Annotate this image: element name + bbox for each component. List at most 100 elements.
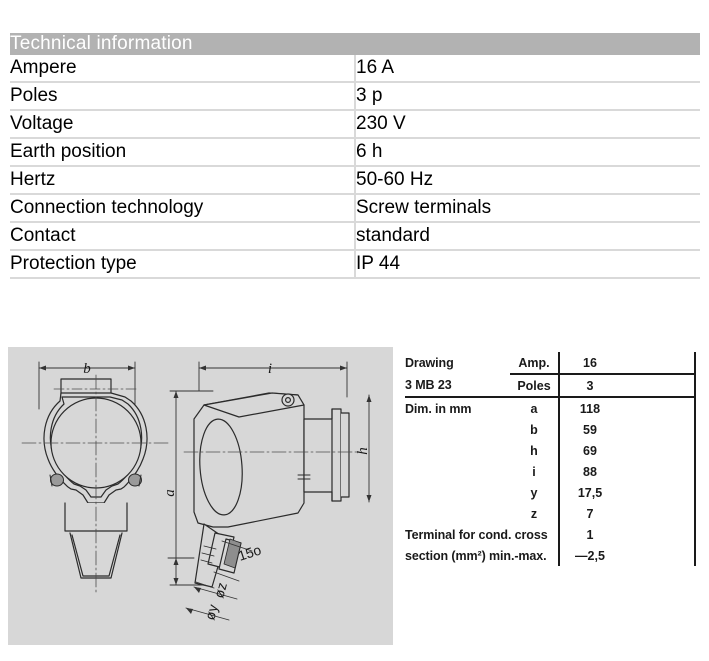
drawing-label-angle: 15o <box>236 541 263 564</box>
table-row: Terminal for cond. cross 1 <box>405 524 696 545</box>
dim-value-h: 69 <box>558 440 620 461</box>
side-view-socket-barrel <box>303 408 350 502</box>
table-row: Contact standard <box>10 221 700 251</box>
poles-spacer <box>620 374 696 398</box>
row-label-voltage: Voltage <box>10 109 356 139</box>
dim-spacer <box>620 545 696 566</box>
dim-spacer <box>620 419 696 440</box>
dimension-header-poles-row: 3 MB 23 Poles 3 <box>405 374 696 398</box>
dim-blank <box>405 503 510 524</box>
row-label-ampere: Ampere <box>10 54 356 83</box>
row-label-hertz: Hertz <box>10 165 356 195</box>
row-value-poles: 3 p <box>355 81 700 111</box>
drawing-label-diameter-z: øz <box>210 581 229 600</box>
table-row: Voltage 230 V <box>10 109 700 139</box>
amp-spacer <box>620 352 696 375</box>
dimension-line-a <box>167 390 214 586</box>
dim-spacer <box>620 397 696 419</box>
dim-spacer <box>620 503 696 524</box>
technical-information-body: Technical information Ampere 16 A Poles … <box>10 33 700 279</box>
row-label-contact: Contact <box>10 221 356 251</box>
dimension-line-h <box>366 394 372 503</box>
table-row: section (mm²) min.-max. —2,5 <box>405 545 696 566</box>
dim-blank <box>405 419 510 440</box>
table-row: Dim. in mm a 118 <box>405 397 696 419</box>
diameter-leader-lines <box>185 586 238 621</box>
dimension-table-body: Drawing Amp. 16 3 MB 23 Poles 3 Dim. in … <box>405 352 696 566</box>
front-view-lug-detail <box>49 474 142 487</box>
drawing-label-h: h <box>355 447 371 455</box>
front-view-lugs <box>50 473 142 487</box>
table-row: i 88 <box>405 461 696 482</box>
terminal-value-line1: 1 <box>558 524 620 545</box>
drawing-code: 3 MB 23 <box>405 374 510 398</box>
terminal-label-line2: section (mm²) min.-max. <box>405 548 547 563</box>
table-row: Earth position 6 h <box>10 137 700 167</box>
dim-value-i: 88 <box>558 461 620 482</box>
dim-symbol-b: b <box>530 422 538 437</box>
dim-spacer <box>620 482 696 503</box>
dim-value-b: 59 <box>558 419 620 440</box>
dim-symbol-y: y <box>530 485 538 500</box>
dim-symbol-i: i <box>532 464 536 479</box>
drawing-title: Drawing <box>405 356 454 370</box>
front-view-centerlines <box>21 374 171 596</box>
row-label-connection-technology: Connection technology <box>10 193 356 223</box>
dimension-line-b <box>38 361 136 410</box>
table-row: Connection technology Screw terminals <box>10 193 700 223</box>
technical-information-header-row: Technical information <box>10 33 700 55</box>
dim-value-z: 7 <box>558 503 620 524</box>
dimension-line-i <box>198 361 348 398</box>
dim-value-a: 118 <box>558 397 620 419</box>
row-value-protection-type: IP 44 <box>355 249 700 279</box>
terminal-value-line2: —2,5 <box>558 545 620 566</box>
technical-drawing-svg: b i a h 15o øz øy <box>21 361 372 622</box>
dim-blank <box>405 440 510 461</box>
dim-value-y: 17,5 <box>558 482 620 503</box>
drawing-label-b: b <box>83 361 91 377</box>
table-row: Poles 3 p <box>10 81 700 111</box>
table-row: h 69 <box>405 440 696 461</box>
table-row: Hertz 50-60 Hz <box>10 165 700 195</box>
dim-spacer <box>620 461 696 482</box>
dim-spacer <box>620 440 696 461</box>
dim-units-label: Dim. in mm <box>405 401 472 416</box>
dimension-table: Drawing Amp. 16 3 MB 23 Poles 3 Dim. in … <box>405 352 696 566</box>
page-title: Technical information <box>10 33 700 55</box>
table-row: b 59 <box>405 419 696 440</box>
terminal-label-line1: Terminal for cond. cross <box>405 527 548 542</box>
row-label-protection-type: Protection type <box>10 249 356 279</box>
drawing-label-diameter-y: øy <box>201 603 220 622</box>
row-value-connection-technology: Screw terminals <box>355 193 700 223</box>
row-value-voltage: 230 V <box>355 109 700 139</box>
amp-label: Amp. <box>510 352 559 375</box>
angle-annotation-lines <box>195 540 253 589</box>
dim-spacer <box>620 524 696 545</box>
row-value-earth-position: 6 h <box>355 137 700 167</box>
side-view-gland-threads <box>200 545 217 564</box>
poles-value: 3 <box>558 374 620 398</box>
table-row: z 7 <box>405 503 696 524</box>
dimension-header-amp-row: Drawing Amp. 16 <box>405 352 696 375</box>
dim-symbol-a: a <box>530 401 538 416</box>
technical-information-table: Technical information Ampere 16 A Poles … <box>10 33 700 279</box>
dim-blank <box>405 482 510 503</box>
dim-blank <box>405 461 510 482</box>
row-label-poles: Poles <box>10 81 356 111</box>
side-view-outline <box>193 392 305 528</box>
drawing-label-a: a <box>162 489 178 497</box>
row-value-ampere: 16 A <box>355 54 700 83</box>
row-value-contact: standard <box>355 221 700 251</box>
drawing-label-i: i <box>268 361 272 377</box>
technical-drawing-panel: b i a h 15o øz øy <box>8 347 393 645</box>
table-row: Ampere 16 A <box>10 54 700 83</box>
dim-symbol-h: h <box>530 443 538 458</box>
table-row: Protection type IP 44 <box>10 249 700 279</box>
poles-label: Poles <box>510 374 559 398</box>
side-view-detail-lines <box>297 474 311 480</box>
dim-symbol-z: z <box>530 506 538 521</box>
amp-value: 16 <box>558 352 620 375</box>
row-label-earth-position: Earth position <box>10 137 356 167</box>
dimension-table-panel: Drawing Amp. 16 3 MB 23 Poles 3 Dim. in … <box>405 352 700 642</box>
table-row: y 17,5 <box>405 482 696 503</box>
